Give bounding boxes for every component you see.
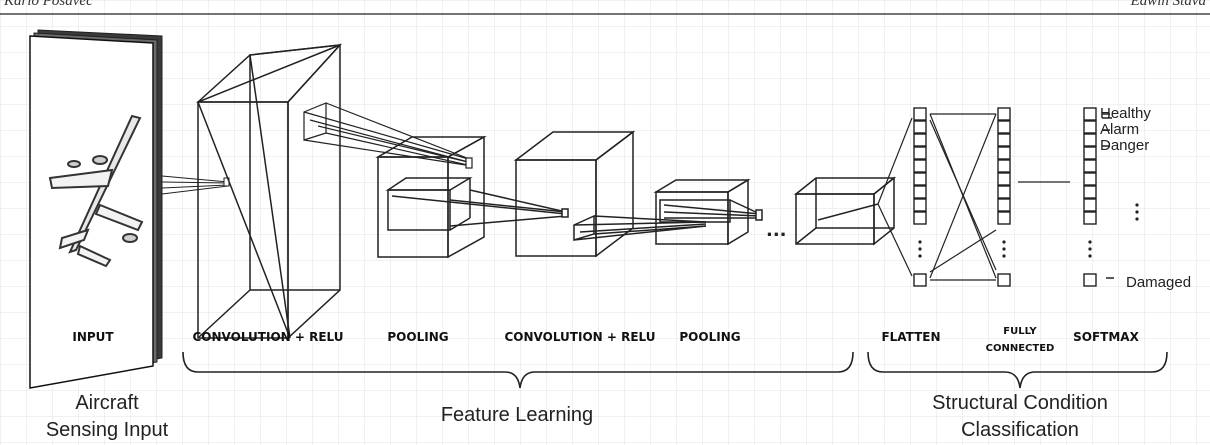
label-pool1: POOLING — [387, 330, 448, 344]
neuron — [1083, 107, 1097, 121]
pool2-block — [653, 178, 763, 246]
conv1-block — [196, 43, 342, 340]
neuron — [997, 120, 1011, 134]
label-fc-line2: CONNECTED — [986, 343, 1055, 354]
neuron — [913, 107, 927, 121]
ellipsis-dot — [1088, 240, 1092, 244]
neuron — [997, 107, 1011, 121]
neuron — [997, 273, 1011, 287]
layers-ellipsis: ... — [766, 220, 787, 241]
neuron — [913, 133, 927, 147]
neuron — [913, 198, 927, 212]
conv2-block — [513, 130, 707, 258]
neuron — [1083, 198, 1097, 212]
label-softmax: SOFTMAX — [1073, 330, 1139, 344]
class-healthy: Healthy — [1100, 105, 1151, 122]
neuron — [997, 198, 1011, 212]
ellipsis-dot — [918, 254, 922, 258]
neuron — [1083, 120, 1097, 134]
neuron — [1083, 185, 1097, 199]
neuron — [997, 211, 1011, 225]
header-right: Edwin Stava — [1130, 0, 1206, 9]
neuron — [913, 185, 927, 199]
neuron — [997, 146, 1011, 160]
label-fc-line1: FULLY — [1003, 326, 1037, 337]
class-damaged: Damaged — [1126, 274, 1191, 291]
neuron — [913, 120, 927, 134]
neuron — [1083, 273, 1097, 287]
class-ellipsis-dot — [1135, 217, 1139, 221]
class-labels: Healthy Alarm Danger Damaged — [1100, 105, 1191, 291]
projection-input-conv1 — [161, 175, 230, 195]
softmax-column — [1083, 107, 1139, 287]
neuron — [997, 185, 1011, 199]
final-feature-block — [793, 176, 897, 246]
section-sensing-line1: Aircraft — [75, 392, 139, 414]
neuron — [1083, 172, 1097, 186]
neuron — [913, 159, 927, 173]
ellipsis-dot — [918, 247, 922, 251]
ellipsis-dot — [1002, 254, 1006, 258]
neuron — [913, 172, 927, 186]
label-conv2: CONVOLUTION + RELU — [505, 330, 656, 344]
neuron — [913, 273, 927, 287]
label-flatten: FLATTEN — [881, 330, 940, 344]
aircraft-icon — [48, 114, 144, 268]
neuron — [913, 211, 927, 225]
section-classification-line2: Classification — [961, 419, 1079, 441]
ellipsis-dot — [1088, 247, 1092, 251]
dense-connections — [877, 113, 1070, 281]
class-danger: Danger — [1100, 137, 1149, 154]
neuron — [913, 146, 927, 160]
pool1-block — [375, 135, 569, 259]
ellipsis-dot — [1002, 240, 1006, 244]
label-conv1: CONVOLUTION + RELU — [193, 330, 344, 344]
feature-learning-brace — [182, 351, 854, 389]
flatten-column — [913, 107, 927, 287]
header-left: Karlo Posavec — [3, 0, 93, 9]
neuron — [1083, 133, 1097, 147]
neuron — [997, 133, 1011, 147]
class-ellipsis-dot — [1135, 203, 1139, 207]
ellipsis-dot — [1088, 254, 1092, 258]
conv1-filter — [303, 102, 473, 169]
section-sensing-line2: Sensing Input — [46, 419, 169, 441]
input-image — [29, 29, 163, 389]
fc-column — [997, 107, 1011, 287]
ellipsis-dot — [1002, 247, 1006, 251]
ellipsis-dot — [918, 240, 922, 244]
label-input: INPUT — [72, 330, 114, 344]
classification-brace — [867, 351, 1168, 389]
neuron — [997, 159, 1011, 173]
neuron — [1083, 159, 1097, 173]
label-pool2: POOLING — [679, 330, 740, 344]
class-alarm: Alarm — [1100, 121, 1139, 138]
section-feature-learning: Feature Learning — [441, 404, 593, 426]
neuron — [1083, 211, 1097, 225]
neuron — [997, 172, 1011, 186]
neuron — [1083, 146, 1097, 160]
section-classification-line1: Structural Condition — [932, 392, 1108, 414]
class-ellipsis-dot — [1135, 210, 1139, 214]
